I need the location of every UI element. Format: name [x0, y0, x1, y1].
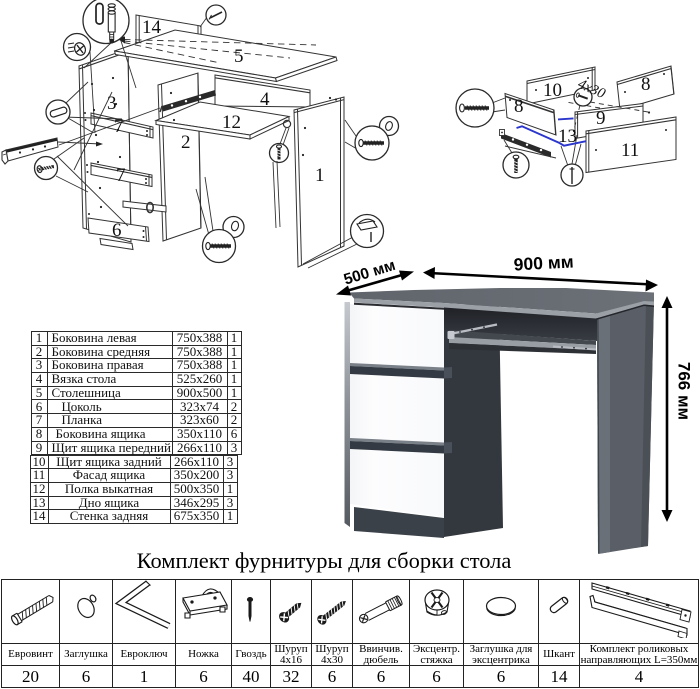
svg-text:12: 12	[222, 112, 241, 133]
svg-text:10: 10	[543, 80, 562, 101]
svg-text:9: 9	[596, 108, 606, 129]
svg-text:14: 14	[142, 17, 162, 38]
svg-text:5: 5	[234, 46, 244, 67]
svg-text:7: 7	[116, 165, 126, 186]
svg-text:3: 3	[107, 93, 117, 114]
svg-text:766 мм: 766 мм	[675, 362, 694, 420]
svg-text:1: 1	[315, 165, 325, 186]
svg-text:2: 2	[181, 132, 191, 153]
svg-text:7: 7	[114, 116, 124, 137]
svg-text:8: 8	[514, 96, 524, 117]
svg-text:11: 11	[621, 140, 639, 161]
svg-text:8: 8	[641, 74, 651, 95]
svg-text:900 мм: 900 мм	[513, 251, 574, 274]
svg-text:13: 13	[558, 126, 577, 147]
svg-text:4: 4	[260, 89, 270, 110]
svg-text:6: 6	[112, 220, 122, 241]
